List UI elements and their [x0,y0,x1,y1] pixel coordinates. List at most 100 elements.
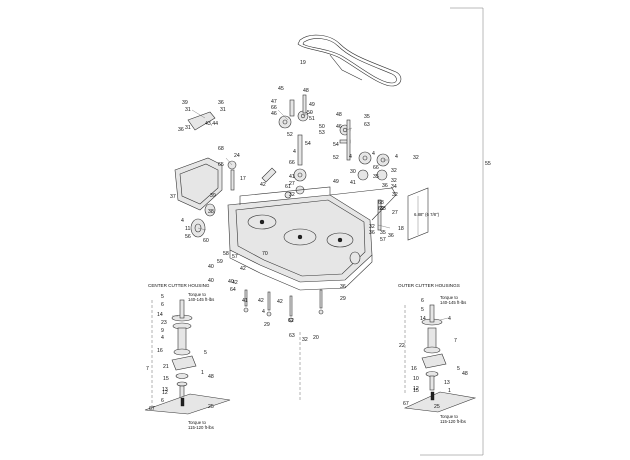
callout-27: 27 [289,181,295,187]
callout-39: 39 [210,193,216,199]
callout-5: 5 [161,294,164,300]
callout-58: 58 [223,251,229,257]
callout-36: 36 [382,183,388,189]
center-section-title: CENTER CUTTER HOUSING [148,283,210,288]
callout-65: 65 [218,162,224,168]
callout-39: 39 [182,100,188,106]
callout-36: 36 [178,127,184,133]
callout-4: 4 [448,316,451,322]
center-spindle-assembly [144,299,231,415]
callout-62: 62 [288,318,294,324]
callout-36: 36 [369,230,375,236]
callout-64: 64 [230,287,236,293]
callout-22: 22 [399,343,405,349]
callout-25: 25 [208,404,214,410]
callout-47: 47 [271,99,277,105]
callout-16: 16 [411,366,417,372]
callout-21: 21 [163,364,169,370]
callout-14: 14 [157,312,163,318]
callout-40: 40 [208,278,214,284]
callout-23: 23 [161,320,167,326]
callout-32: 32 [392,192,398,198]
callout-42: 42 [240,266,246,272]
callout-50: 50 [319,124,325,130]
callout-42: 42 [232,280,238,286]
callout-1: 1 [201,370,204,376]
callout-4: 4 [181,218,184,224]
deflector-guard [174,157,223,211]
callout-63: 63 [364,122,370,128]
callout-54: 54 [305,141,311,147]
callout-10: 10 [413,376,419,382]
callout-1: 1 [448,388,451,394]
baffle-bracket [407,187,429,241]
callout-53: 53 [319,130,325,136]
idler-assemblies [187,94,390,231]
callout-36: 36 [218,100,224,106]
callout-48: 48 [336,112,342,118]
mower-deck [227,186,397,291]
callout-41: 41 [242,298,248,304]
callout-48: 48 [208,374,214,380]
callout-13: 13 [162,387,168,393]
callout-48: 48 [303,88,309,94]
callout-4: 4 [395,154,398,160]
callout-7: 7 [454,338,457,344]
callout-5: 5 [457,366,460,372]
frame-label: 55 [485,161,491,167]
callout-50: 50 [307,110,313,116]
callout-63: 63 [289,333,295,339]
callout-15: 15 [163,376,169,382]
callout-42: 42 [277,299,283,305]
callout-4: 4 [349,154,352,160]
callout-34: 34 [391,184,397,190]
callout-31: 31 [185,107,191,113]
callout-6: 6 [161,302,164,308]
callout-42: 42 [258,298,264,304]
callout-24: 24 [234,153,240,159]
callout-32: 32 [413,155,419,161]
callout-61: 61 [285,184,291,190]
callout-14: 14 [420,316,426,322]
callout-29: 29 [264,322,270,328]
callout-31: 31 [220,107,226,113]
lower-hardware [243,289,324,323]
callout-59: 59 [217,259,223,265]
callout-4: 4 [372,151,375,157]
callout-46: 46 [271,111,277,117]
callout-37: 37 [170,194,176,200]
callout-18: 18 [398,226,404,232]
callout-68: 68 [378,200,384,206]
callout-52: 52 [287,132,293,138]
callout-5: 5 [204,350,207,356]
callout-45: 45 [278,86,284,92]
callout-43-44: 43,44 [205,121,218,127]
callout-32: 32 [369,224,375,230]
callout-4: 4 [262,309,265,315]
callout-68: 68 [218,146,224,152]
callout-12: 12 [162,390,168,396]
callout-25: 25 [434,404,440,410]
callout-41: 41 [350,180,356,186]
callout-32: 32 [302,337,308,343]
leader-lines [172,109,449,321]
callout-46: 46 [336,124,342,130]
callout-30: 30 [350,169,356,175]
frame-border [420,7,484,456]
callout-52: 52 [333,155,339,161]
callout-51: 51 [309,116,315,122]
callout-66: 66 [289,160,295,166]
callout-49: 49 [333,179,339,185]
callout-11: 11 [185,226,190,232]
callout-5: 5 [421,307,424,313]
callout-40: 40 [208,264,214,270]
callout-32: 32 [391,178,397,184]
callout-31: 31 [185,125,191,131]
callout-6: 6 [421,298,424,304]
callout-40: 40 [228,279,234,285]
callout-36: 36 [340,284,346,290]
callout-6: 6 [161,398,164,404]
